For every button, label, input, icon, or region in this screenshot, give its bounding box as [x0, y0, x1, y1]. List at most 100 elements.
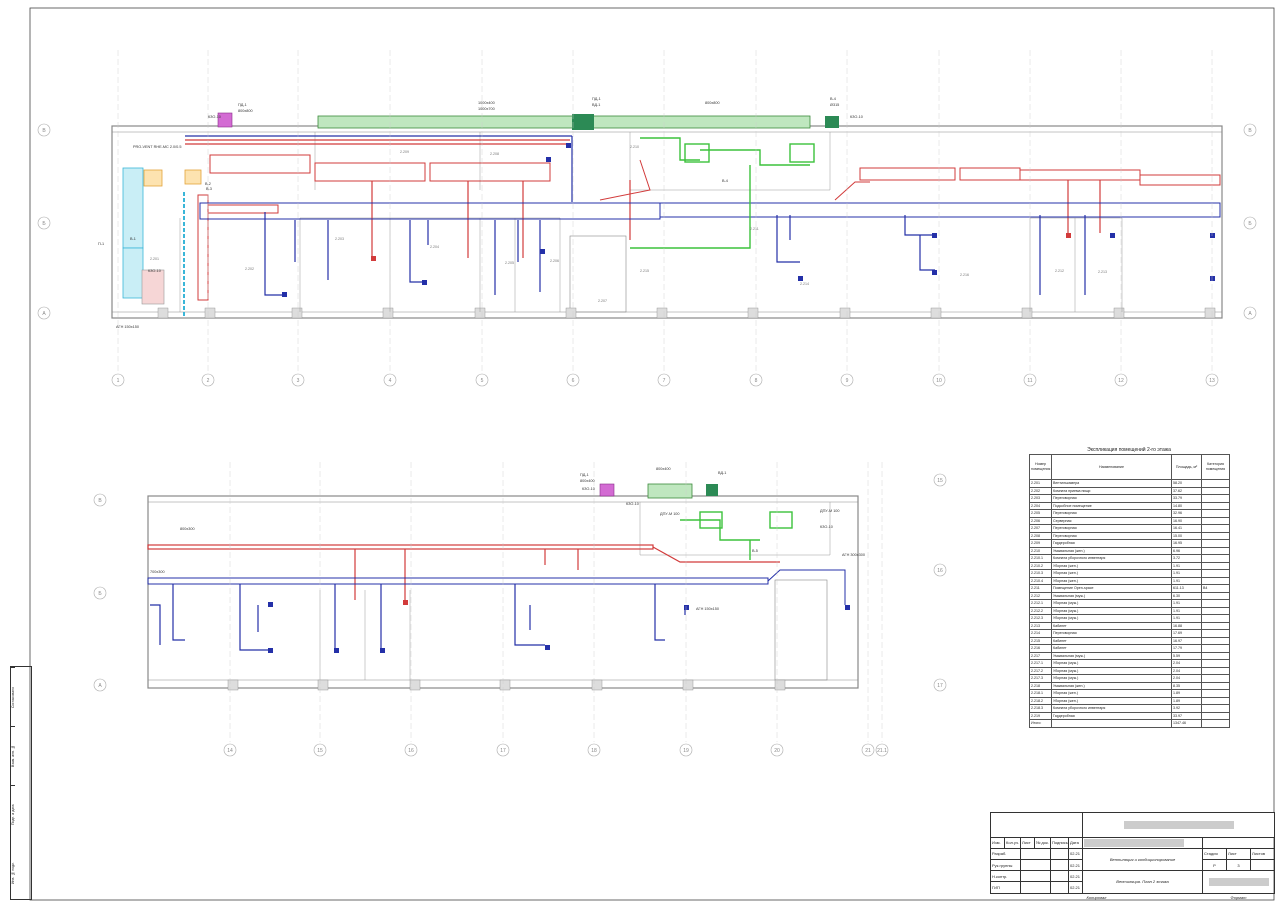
axis-row-bottom-1-circle	[93, 586, 107, 600]
room-area: 16.41	[1171, 524, 1202, 533]
room-number-label: 2.212	[1055, 269, 1064, 273]
axis-top-3-circle	[291, 373, 305, 387]
room-number-label: 2.201	[150, 257, 159, 261]
room-name: Умывальная (жен.)	[1051, 546, 1172, 555]
plan-label: АГН 150х150	[696, 607, 719, 611]
room-number: 2.210.2	[1029, 561, 1052, 570]
axis-top-2: 2	[207, 378, 210, 384]
axis-bottom-20: 20	[774, 748, 780, 754]
stamp-stage: Р	[1202, 858, 1227, 872]
axis-row-top-right-2-circle	[1243, 306, 1257, 320]
axis-top-4-circle	[383, 373, 397, 387]
room-area: 1.91	[1171, 614, 1202, 623]
axis-top-11-circle	[1023, 373, 1037, 387]
stamp-col-qty: Кол.уч.	[1004, 836, 1021, 849]
room-category	[1201, 674, 1230, 683]
room-name: Переговорная	[1051, 629, 1172, 638]
room-area: 3.72	[1171, 554, 1202, 563]
plan-label: В-2	[205, 182, 211, 186]
stamp-format: Формат	[1230, 895, 1247, 901]
room-category	[1201, 666, 1230, 675]
room-area: 37.62	[1171, 486, 1202, 495]
room-area: 8.35	[1171, 681, 1202, 690]
room-category	[1201, 614, 1230, 623]
room-area: 6.96	[1171, 546, 1202, 555]
room-number: 2.202	[1029, 486, 1052, 495]
plan-label: КЗО-10	[626, 502, 639, 506]
axis-top-8: 8	[755, 378, 758, 384]
room-category	[1201, 494, 1230, 503]
room-number: 2.218.2	[1029, 696, 1052, 705]
room-name: Вентилькамера	[1051, 479, 1172, 488]
room-name: Кабинет	[1051, 621, 1172, 630]
axis-row-bottom-right-2: 17	[937, 683, 943, 689]
room-number: 2.218.1	[1029, 689, 1052, 698]
room-number: 2.212.1	[1029, 599, 1052, 608]
room-number: 2.210.4	[1029, 576, 1052, 585]
axis-row-top-right-2: А	[1248, 311, 1252, 317]
plan-label: 1000х400	[478, 101, 495, 105]
plan-label: КЗО-10	[850, 115, 863, 119]
room-category	[1201, 486, 1230, 495]
room-name: Уборная (муж.)	[1051, 659, 1172, 668]
plan-label: ПД-1	[238, 103, 247, 107]
room-name: Уборная (жен.)	[1051, 689, 1172, 698]
axis-bottom-14-circle	[223, 743, 237, 757]
axis-bottom-21.1-circle	[875, 743, 889, 757]
room-area: 1.91	[1171, 569, 1202, 578]
axis-row-bottom-2: А	[98, 683, 102, 689]
room-category	[1201, 696, 1230, 705]
room-name: Комната уборочного инвентаря	[1051, 704, 1172, 713]
room-area: 1.91	[1171, 606, 1202, 615]
axis-top-12: 12	[1118, 378, 1124, 384]
axis-bottom-19-circle	[679, 743, 693, 757]
room-number: 2.214	[1029, 629, 1052, 638]
side-inventory: Инв. № подл.	[11, 861, 15, 884]
room-number-label: 2.216	[960, 273, 969, 277]
stamp-sheet-title: Вентиляция. План 2 этажа	[1082, 870, 1203, 894]
room-category	[1201, 501, 1230, 510]
axis-top-6-circle	[566, 373, 580, 387]
room-name: Гардеробная	[1051, 539, 1172, 548]
axis-row-top-1-circle	[37, 216, 51, 230]
axis-top-8-circle	[749, 373, 763, 387]
room-area: 1.89	[1171, 689, 1202, 698]
plan-label: АГН 300х300	[842, 553, 865, 557]
room-name: Помещение Open-space	[1051, 584, 1172, 593]
axis-top-2-circle	[201, 373, 215, 387]
room-category	[1201, 644, 1230, 653]
axis-top-5-circle	[475, 373, 489, 387]
axis-top-6: 6	[572, 378, 575, 384]
plan-label: ПД-1	[580, 473, 589, 477]
axis-bottom-21-circle	[861, 743, 875, 757]
room-number: 2.217.2	[1029, 666, 1052, 675]
stamp-section: Вентиляция и кондиционирование	[1082, 847, 1203, 872]
room-area: 1.89	[1171, 696, 1202, 705]
room-area: 33.79	[1171, 494, 1202, 503]
axis-bottom-19: 19	[683, 748, 689, 754]
room-category	[1201, 599, 1230, 608]
plan-label: В-4	[830, 97, 836, 101]
room-name: Уборная (жен.)	[1051, 576, 1172, 585]
room-number-label: 2.204	[430, 245, 439, 249]
plan-label: Ø315	[830, 103, 839, 107]
axis-row-top-1: Б	[42, 221, 46, 227]
room-area: 16.97	[1171, 636, 1202, 645]
room-number: 2.209	[1029, 539, 1052, 548]
room-number-label: 2.203	[335, 237, 344, 241]
